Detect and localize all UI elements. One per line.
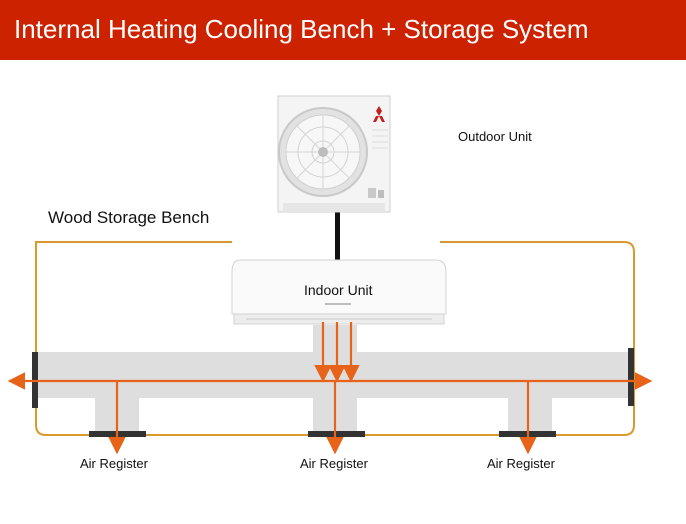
supply-riser <box>313 325 357 355</box>
air-register <box>308 431 365 437</box>
outdoor-condenser-unit-icon <box>277 95 391 213</box>
airflow-arrows <box>7 322 653 455</box>
refrigerant-line <box>335 212 340 262</box>
air-register-label: Air Register <box>80 456 148 471</box>
title-bar: Internal Heating Cooling Bench + Storage… <box>0 0 686 60</box>
branch-duct <box>508 395 552 433</box>
indoor-unit-label: Indoor Unit <box>304 282 373 298</box>
bench-label: Wood Storage Bench <box>48 208 210 227</box>
wall-mounted-indoor-unit-icon <box>231 259 447 325</box>
outdoor-unit-label: Outdoor Unit <box>458 129 532 144</box>
air-register-label: Air Register <box>487 456 555 471</box>
brand-logo-icon <box>373 106 385 122</box>
page-title: Internal Heating Cooling Bench + Storage… <box>14 14 589 44</box>
air-register-label: Air Register <box>300 456 368 471</box>
bench-end-cap-right <box>628 348 634 406</box>
